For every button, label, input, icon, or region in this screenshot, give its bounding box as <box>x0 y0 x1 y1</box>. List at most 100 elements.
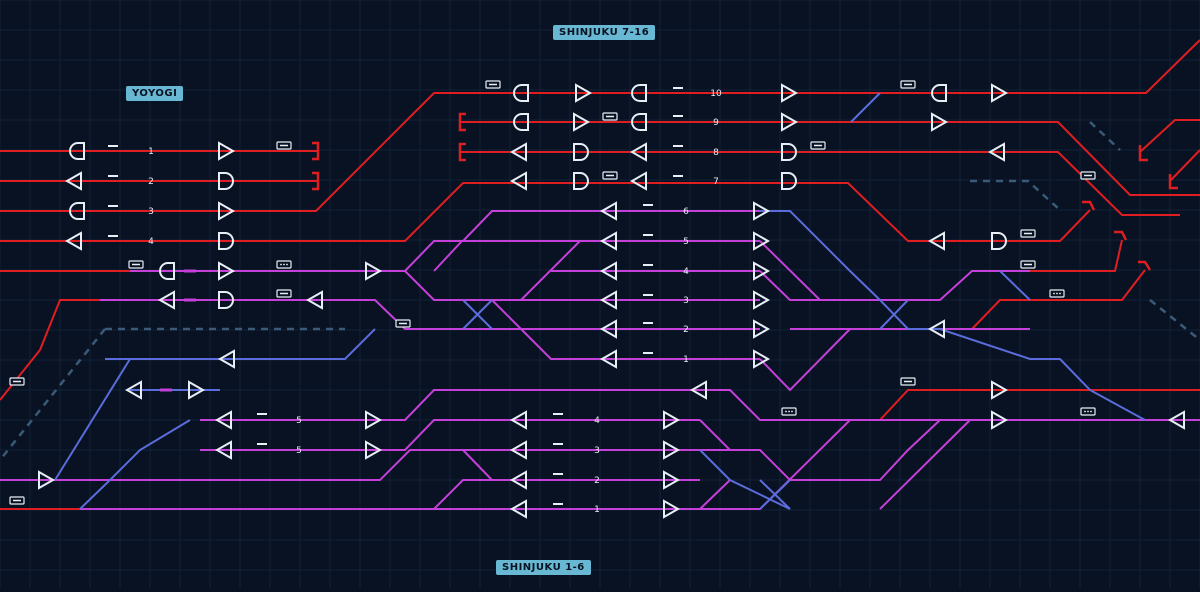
dashed-guide <box>0 328 106 461</box>
middle-track-number: 5 <box>683 237 689 247</box>
red-track <box>0 39 1200 212</box>
blue-track <box>999 270 1031 301</box>
signal-right-icon <box>753 349 771 369</box>
blue-track <box>759 479 791 510</box>
signal-stop-left-icon <box>931 84 947 102</box>
signal-left-icon <box>305 290 323 310</box>
magenta-track <box>200 419 700 451</box>
indicator-chip <box>781 407 797 416</box>
signal-left-icon <box>927 231 945 251</box>
indicator-chip <box>276 141 292 150</box>
signal-left-icon <box>509 410 527 430</box>
lower-track-number: 3 <box>594 446 600 456</box>
signal-right-icon <box>931 112 949 132</box>
station-label-yoyogi: YOYOGI <box>126 86 184 101</box>
signal-left-icon <box>1167 410 1185 430</box>
signal-left-icon <box>987 142 1005 162</box>
buffer-stop <box>312 171 320 191</box>
signal-stop-left-icon <box>69 202 85 220</box>
upper-track-number: 9 <box>713 118 719 128</box>
signal-right-icon <box>218 201 236 221</box>
signal-stop-right-icon <box>991 232 1007 250</box>
dashed-guide <box>970 179 1061 211</box>
magenta-track <box>520 328 760 360</box>
signal-stop-right-icon <box>218 172 234 190</box>
indicator-chip <box>900 80 916 89</box>
signal-right-icon <box>365 261 383 281</box>
buffer-stop <box>1168 174 1178 190</box>
lower-left-track-number: 5 <box>296 446 302 456</box>
signal-left-icon <box>214 410 232 430</box>
station-label-shinjuku-7-16: SHINJUKU 7-16 <box>553 25 656 40</box>
signal-left-icon <box>599 349 617 369</box>
lower-track-number: 1 <box>594 505 600 515</box>
middle-track-number: 1 <box>683 355 689 365</box>
signal-right-icon <box>753 261 771 281</box>
red-track <box>971 269 1146 330</box>
magenta-track <box>433 240 463 272</box>
buffer-stop <box>458 112 466 132</box>
magenta-track <box>0 449 760 481</box>
signal-stop-right-icon <box>781 143 797 161</box>
blue-track <box>54 358 131 481</box>
signal-stop-right-icon <box>573 172 589 190</box>
magenta-track <box>520 240 581 301</box>
blue-track <box>850 92 881 123</box>
yoyogi-track-number: 1 <box>148 147 154 157</box>
buffer-stop <box>312 141 320 161</box>
signal-right-icon <box>753 231 771 251</box>
signal-right-icon <box>753 319 771 339</box>
buffer-stop <box>1114 230 1128 241</box>
signal-stop-left-icon <box>631 113 647 131</box>
indicator-chip <box>276 289 292 298</box>
indicator-chip <box>276 260 292 269</box>
signal-stop-right-icon <box>781 172 797 190</box>
signal-stop-left-icon <box>69 142 85 160</box>
signal-left-icon <box>509 470 527 490</box>
signal-left-icon <box>629 171 647 191</box>
signal-stop-right-icon <box>573 143 589 161</box>
indicator-chip <box>9 377 25 386</box>
lower-track-number: 2 <box>594 476 600 486</box>
chip-dot <box>286 263 288 266</box>
signal-right-icon <box>663 440 681 460</box>
signal-right-icon <box>991 380 1009 400</box>
signal-left-icon <box>124 380 142 400</box>
signal-left-icon <box>927 319 945 339</box>
middle-track-number: 2 <box>683 325 689 335</box>
signal-right-icon <box>663 499 681 519</box>
upper-track-number: 7 <box>713 177 719 187</box>
chip-dot <box>280 263 282 266</box>
signal-right-icon <box>218 261 236 281</box>
signal-left-icon <box>599 290 617 310</box>
chip-dot <box>283 263 285 266</box>
buffer-stop <box>458 142 466 162</box>
station-label-shinjuku-1-6: SHINJUKU 1-6 <box>496 560 591 575</box>
signal-left-icon <box>509 499 527 519</box>
signal-right-icon <box>781 112 799 132</box>
indicator-chip <box>900 377 916 386</box>
red-track <box>0 299 100 401</box>
blue-track <box>105 328 376 360</box>
indicator-chip <box>602 171 618 180</box>
magenta-track <box>491 299 522 330</box>
magenta-track <box>699 479 731 510</box>
yoyogi-track-number: 3 <box>148 207 154 217</box>
blue-track <box>879 299 909 330</box>
signal-right-icon <box>575 83 593 103</box>
indicator-chip <box>485 80 501 89</box>
chip-dot <box>1056 292 1058 295</box>
signal-right-icon <box>663 470 681 490</box>
signal-stop-left-icon <box>631 84 647 102</box>
yoyogi-track-number: 4 <box>148 237 154 247</box>
indicator-chip <box>9 496 25 505</box>
middle-track-number: 6 <box>683 207 689 217</box>
signal-stop-left-icon <box>513 113 529 131</box>
magenta-track <box>404 270 760 301</box>
red-track <box>0 182 1091 242</box>
signal-right-icon <box>188 380 206 400</box>
indicator-chip <box>810 141 826 150</box>
signal-stop-left-icon <box>513 84 529 102</box>
indicator-chip <box>1020 229 1036 238</box>
